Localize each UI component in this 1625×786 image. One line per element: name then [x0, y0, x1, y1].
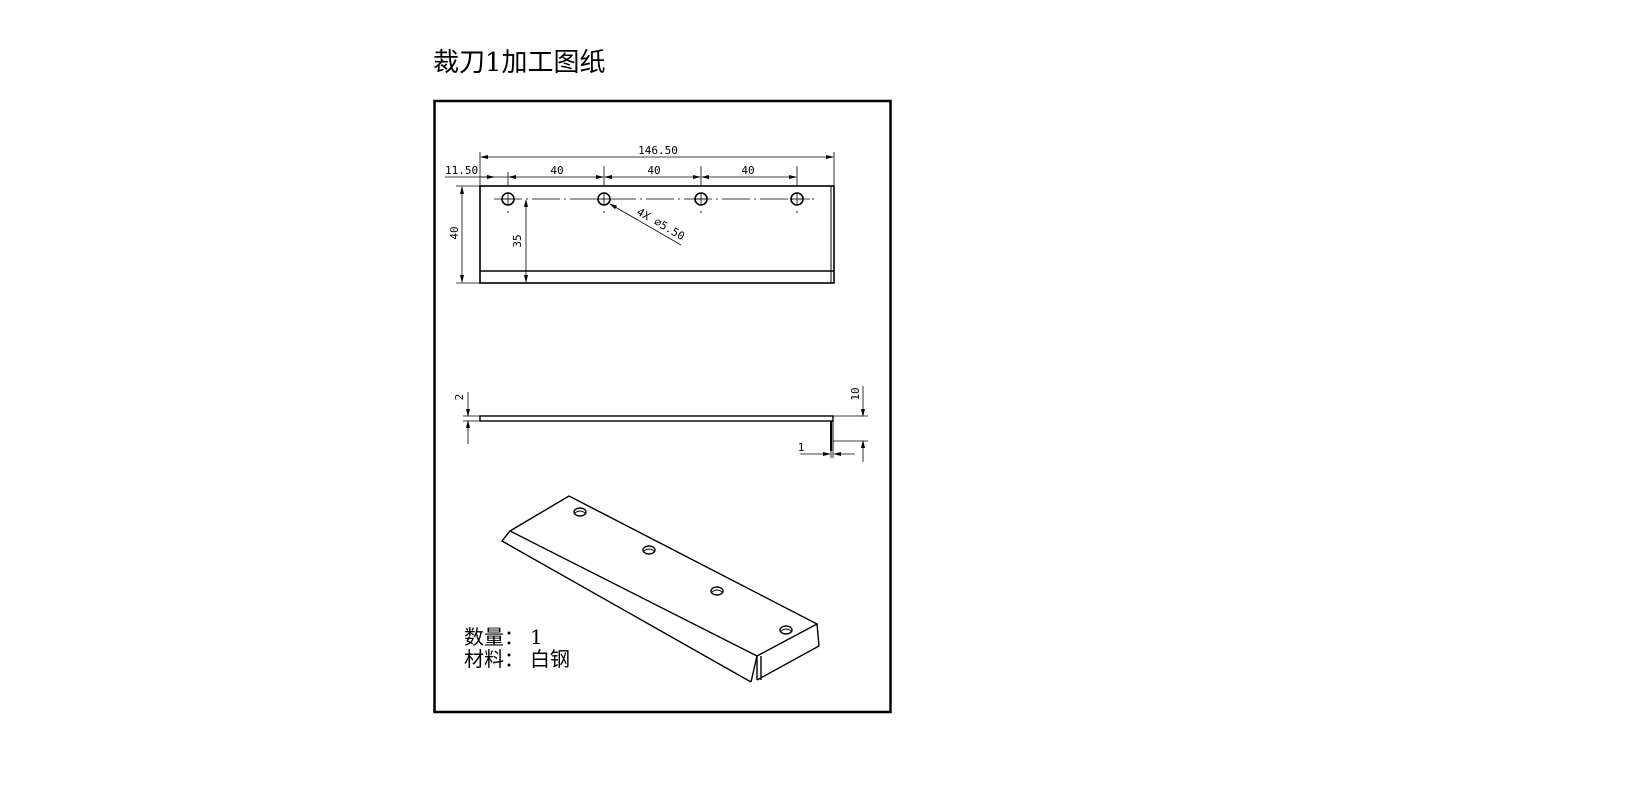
dim-hole-spacing: 40: [741, 164, 754, 177]
hole-icon: [597, 192, 611, 206]
side-view: 2 10 1: [453, 386, 868, 462]
hole-icon: [501, 192, 515, 206]
hole-icon: [710, 586, 724, 596]
hole-icon: [790, 192, 804, 206]
dim-overall-length: 146.50: [638, 144, 678, 157]
dim-lip-thickness: 1: [798, 441, 805, 454]
material-value: 白钢: [530, 647, 570, 671]
dim-hole-line-height: 35: [511, 234, 524, 247]
dim-lip-height: 10: [849, 387, 862, 400]
dim-thickness: 2: [453, 394, 466, 401]
material-label: 材料：: [464, 647, 524, 671]
dim-hole-spacing: 40: [647, 164, 660, 177]
quantity-label: 数量：: [464, 625, 524, 649]
front-view: 146.50 11.50 40 40 40 40 35 4X ⌀5.50: [445, 144, 835, 284]
drawing-frame: [433, 99, 892, 714]
hole-icon: [694, 192, 708, 206]
notes: 数量： 1 材料： 白钢: [464, 625, 570, 671]
dim-hole-spacing: 40: [550, 164, 563, 177]
dim-height: 40: [448, 226, 461, 239]
hole-icon: [573, 507, 587, 517]
hole-icon: [779, 625, 793, 635]
dim-hole-callout: 4X ⌀5.50: [635, 205, 687, 243]
quantity-value: 1: [530, 625, 543, 649]
hole-icon: [642, 545, 656, 555]
isometric-view: [500, 495, 820, 683]
dim-edge-offset: 11.50: [445, 164, 478, 177]
page-title: 裁刀1加工图纸: [433, 48, 606, 78]
